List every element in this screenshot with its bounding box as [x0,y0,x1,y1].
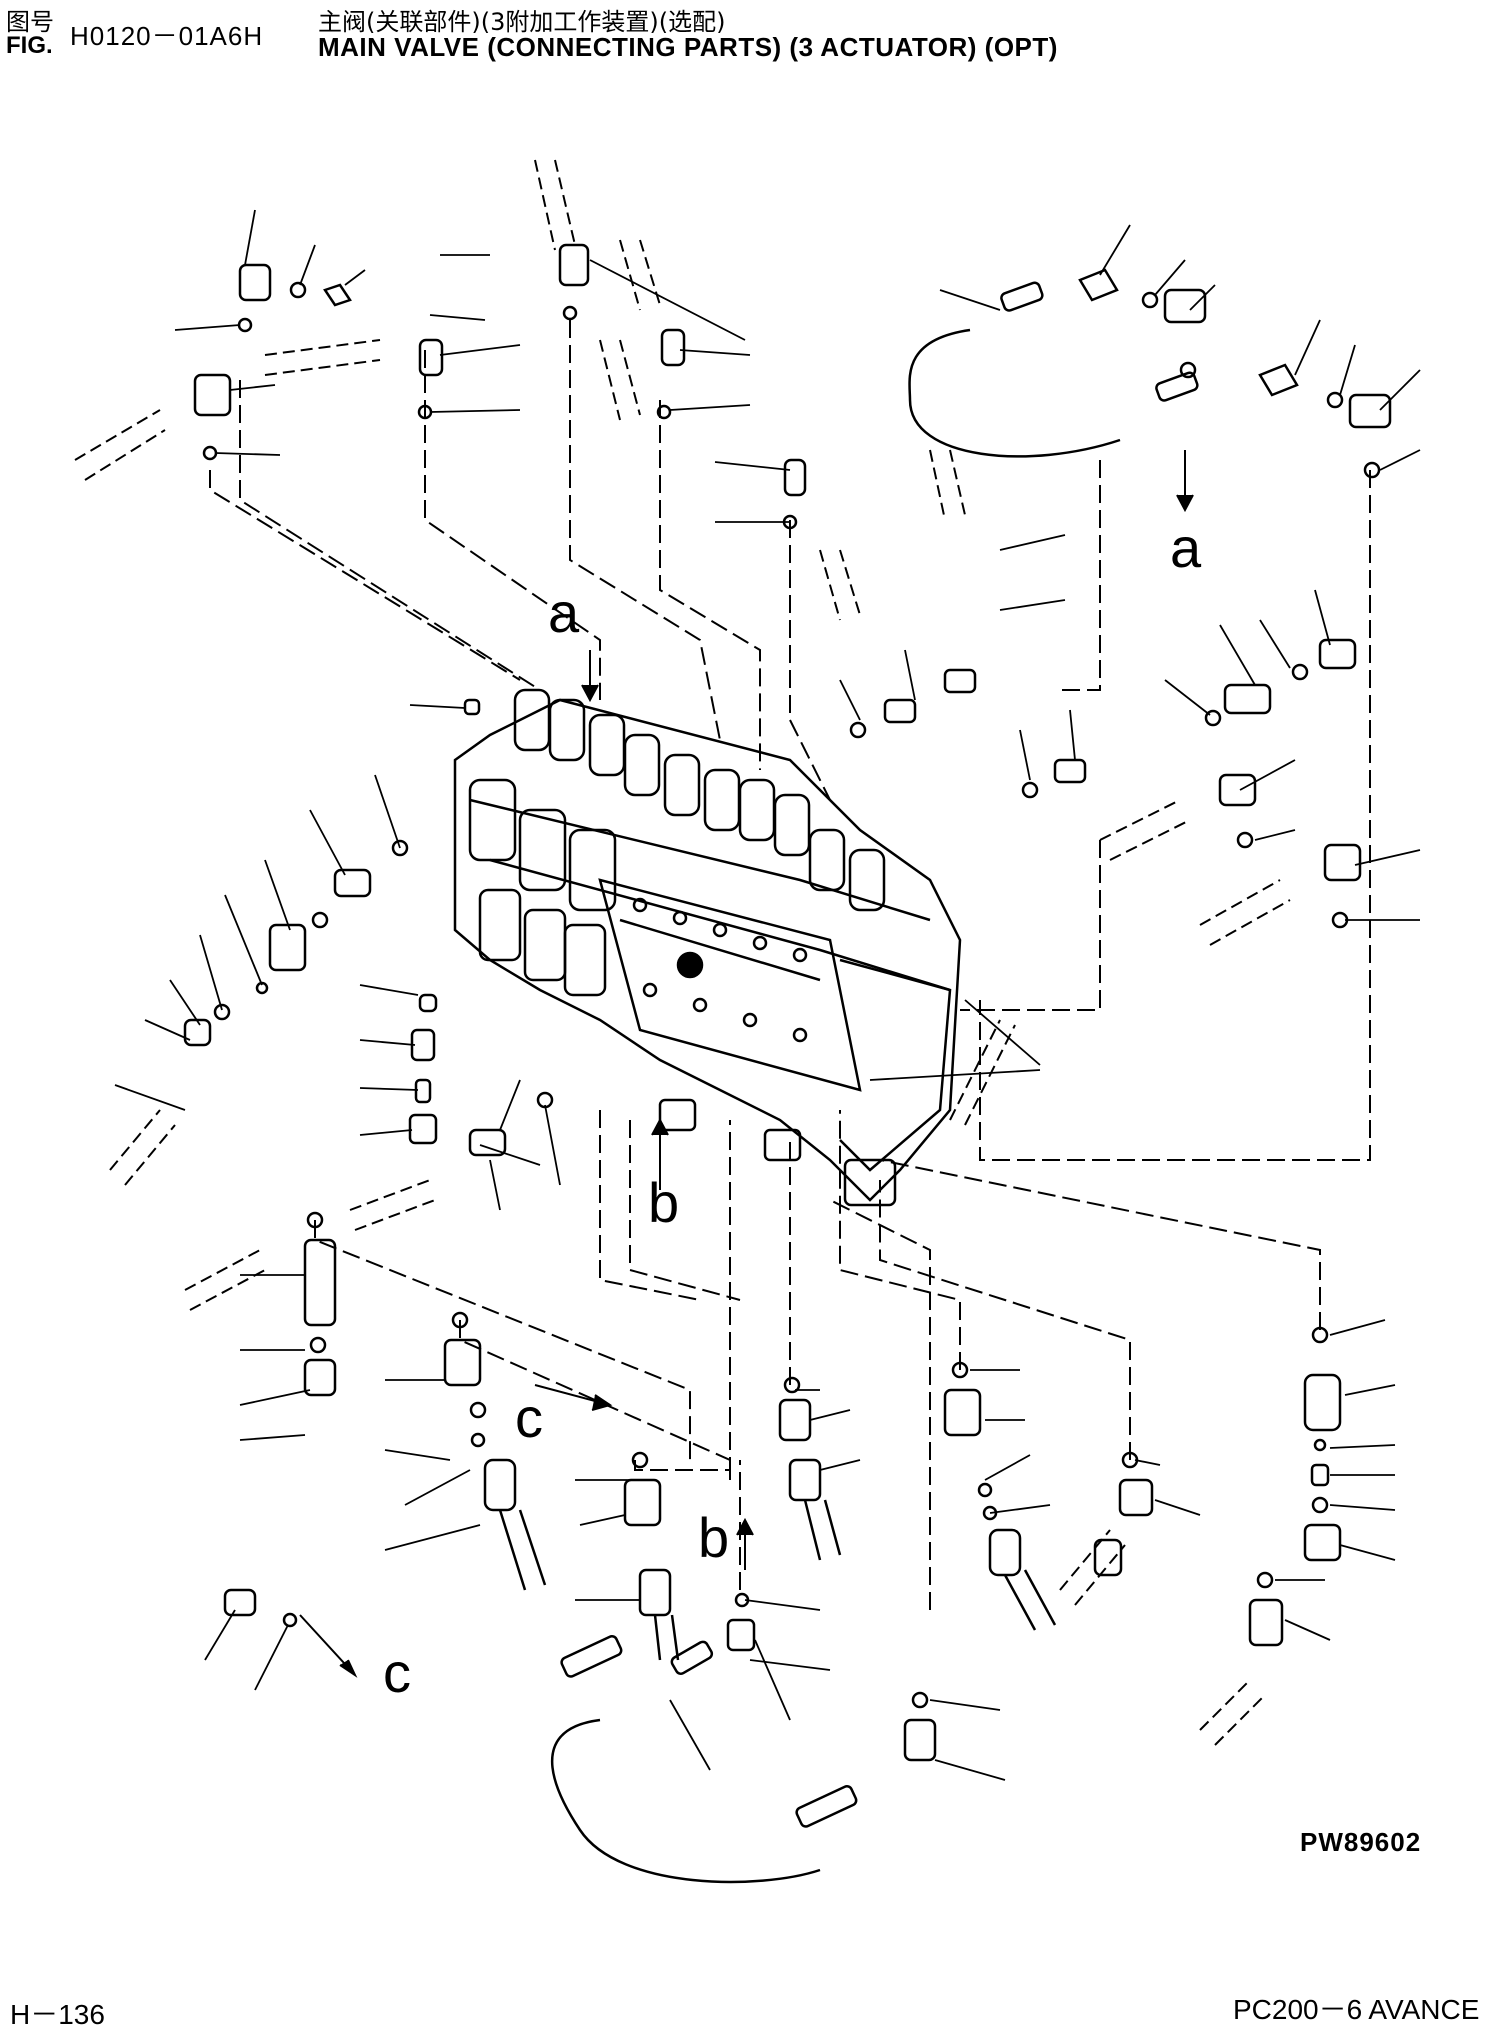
callout-a-top: a [548,581,580,644]
header: 图号 FIG. H0120－01A6H 主阀(关联部件)(3附加工作装置)(选配… [0,0,1511,70]
page-number: H－136 [10,1999,105,2030]
callout-c-low: c [383,1641,411,1704]
callout-c-mid: c [515,1386,543,1449]
main-valve-body [453,688,962,1207]
exploded-parts-diagram [74,159,1421,1884]
fig-label: FIG. [6,32,53,59]
fig-code: H0120－01A6H [70,21,264,51]
callout-b-mid: b [648,1171,680,1234]
reference-code: PW89602 [1300,1827,1422,1857]
model-name: PC200－6 AVANCE [1233,1994,1480,2025]
callout-a-right: a [1170,516,1202,579]
callout-b-low: b [698,1506,730,1569]
cn-fig-label: 图号 [6,8,54,36]
hose-upper-right [908,328,1121,458]
fittings [74,159,1392,1828]
leader-lines [114,209,1421,1781]
en-title: MAIN VALVE (CONNECTING PARTS) (3 ACTUATO… [318,32,1058,62]
hose-lower [550,1718,821,1884]
direction-arrows [299,450,1194,1678]
cn-title: 主阀(关联部件)(3附加工作装置)(选配) [318,8,726,36]
hose-routing-lines [209,320,1371,1610]
